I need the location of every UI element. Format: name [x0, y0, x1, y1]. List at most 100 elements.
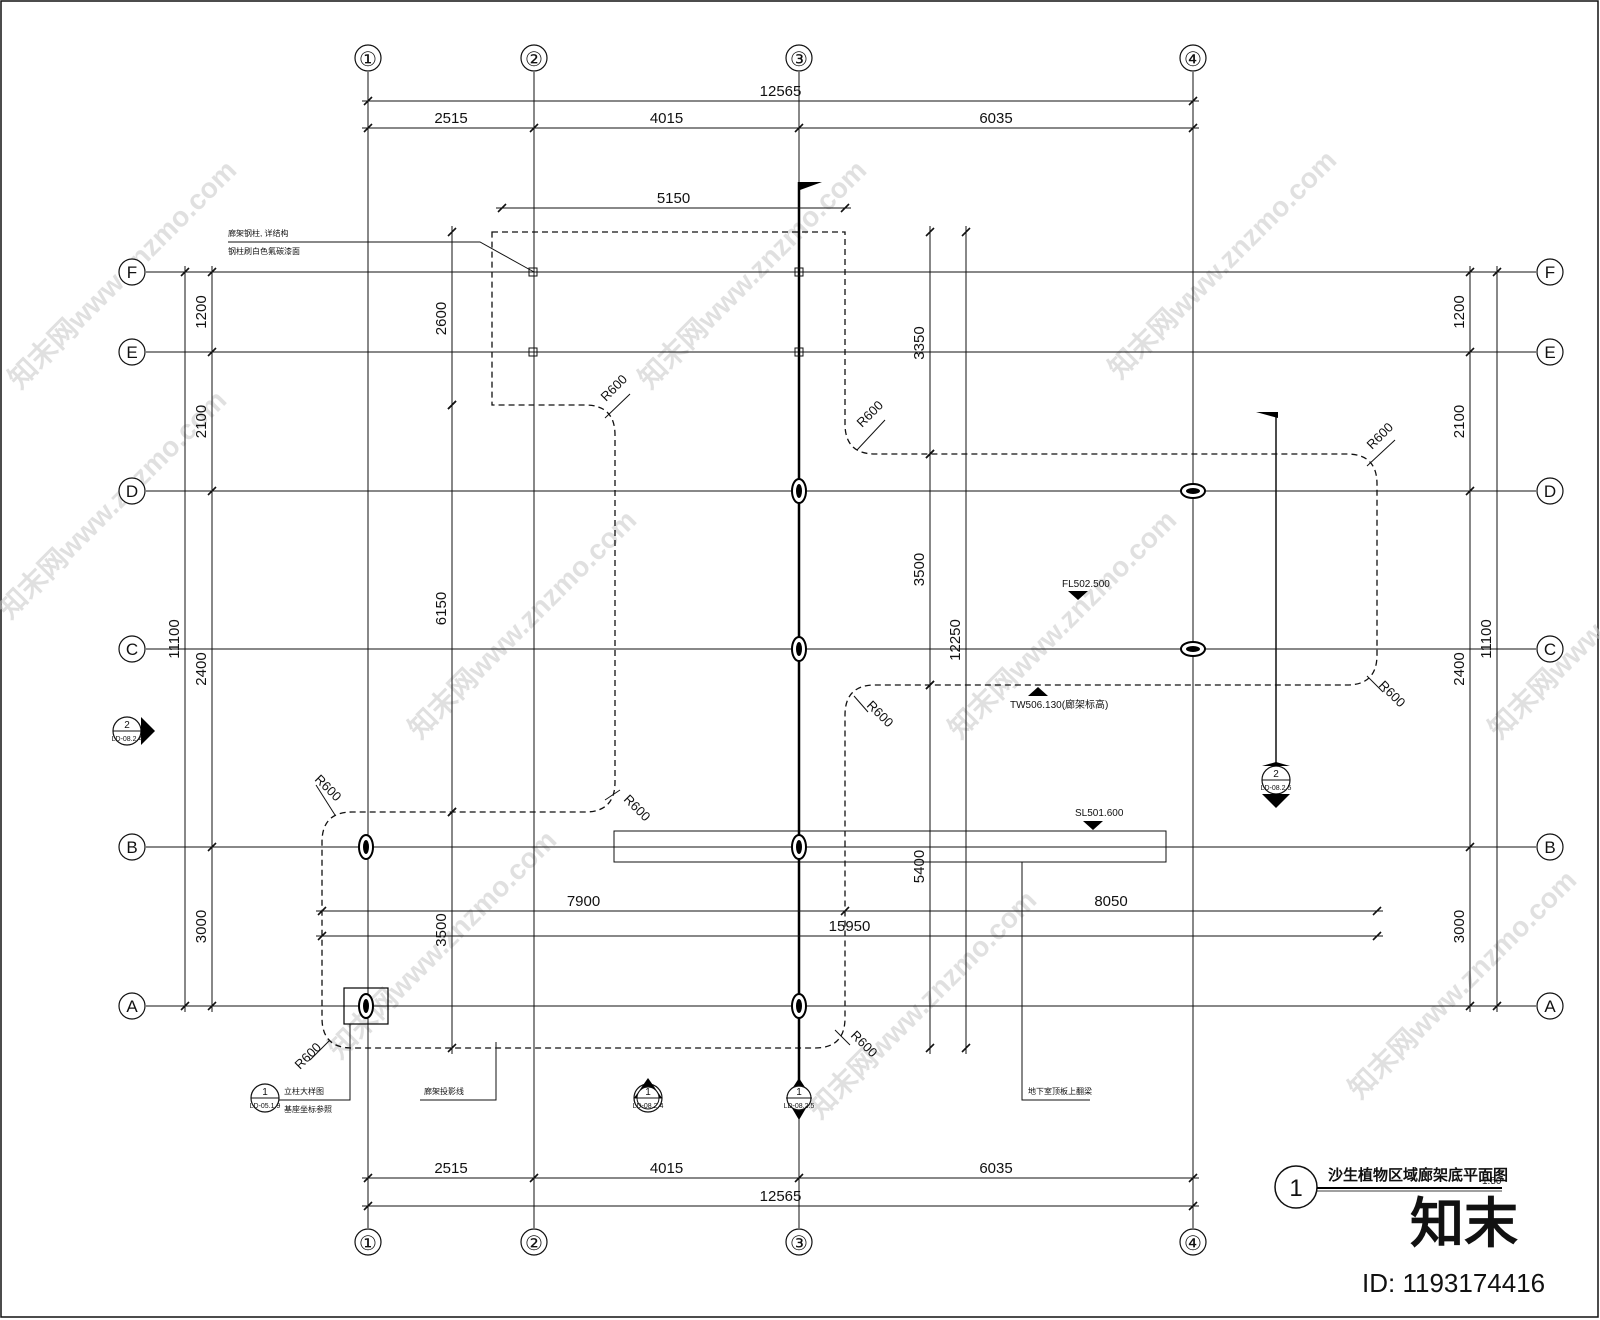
dimension-label: 3500 [911, 553, 928, 586]
axis-bubble [520, 44, 548, 72]
axis-bubble [785, 44, 813, 72]
axis-bubble [1536, 833, 1564, 861]
dimension-tick [363, 96, 373, 106]
dimension-tick [925, 680, 935, 690]
note-text: 钢柱刷白色氟碳漆面 [228, 246, 300, 256]
axis-label: E [126, 343, 137, 362]
section-marker: 2 LD-08.2.5 [1261, 762, 1292, 808]
post-column [791, 478, 807, 504]
axis-label: ② [525, 49, 543, 71]
dimension-tick [1188, 96, 1198, 106]
note-text: 廊架投影线 [424, 1086, 464, 1096]
dimension-label: 15950 [829, 918, 871, 935]
dimension-tick [317, 931, 327, 941]
post-column [791, 834, 807, 860]
svg-text:LD-08.2.4: LD-08.2.4 [112, 736, 143, 743]
radius-label: R600 [864, 698, 897, 731]
watermark-text: 知末网www.znzmo.com [1102, 143, 1343, 384]
svg-text:1: 1 [796, 1087, 802, 1098]
title-number: 1 [1289, 1175, 1302, 1202]
dimension-tick [925, 227, 935, 237]
dimension-tick [840, 906, 850, 916]
axis-label: B [126, 838, 137, 857]
lower-beam-projection [613, 830, 1167, 863]
svg-text:LD-08.2.5: LD-08.2.5 [1261, 785, 1292, 792]
dimension-label: 3500 [433, 913, 450, 946]
dimension-tick [447, 807, 457, 817]
dimension-label: 2515 [434, 110, 467, 127]
dimension-tick [1188, 1173, 1198, 1183]
dimension-tick [207, 486, 217, 496]
drawing-title-block: 1 沙生植物区域廊架底平面图 1:50 [1274, 1165, 1508, 1209]
dimension-tick [363, 1173, 373, 1183]
axis-bubble [118, 258, 146, 286]
canopy-outline [321, 231, 1378, 1049]
post-column [1180, 641, 1206, 657]
dimension-tick [317, 906, 327, 916]
dimension-tick [794, 1173, 804, 1183]
svg-text:LD-08.2.5: LD-08.2.5 [784, 1103, 815, 1110]
level-label-fl: FL502.500 [1062, 579, 1110, 590]
dimension-label: 5400 [911, 850, 928, 883]
dimension-label: 6035 [979, 1160, 1012, 1177]
dimension-tick [1465, 486, 1475, 496]
post-column [343, 987, 389, 1025]
axis-bubble [118, 338, 146, 366]
axis-bubble [118, 635, 146, 663]
section-marker: 1 LD-08.2.4 [633, 1078, 663, 1113]
radius-label: R600 [1376, 678, 1409, 711]
axis-bubble [785, 1228, 813, 1256]
title-scale: 1:50 [1482, 1176, 1502, 1187]
axis-label: ① [359, 1233, 377, 1255]
dimension-tick [1492, 1001, 1502, 1011]
section-marker: 1 LD-05.1.9 [250, 1083, 281, 1113]
dimension-label: 2100 [193, 405, 210, 438]
dimension-label: 11100 [1478, 619, 1495, 659]
dimension-label: 7900 [567, 893, 600, 910]
dimension-label: 2400 [193, 652, 210, 685]
dimension-label: 11100 [166, 619, 183, 659]
dimension-label: 4015 [650, 1160, 683, 1177]
dimension-label: 2400 [189, 0, 222, 4]
axis-label: E [1544, 343, 1555, 362]
watermark-logo: 知末 [1410, 1194, 1518, 1254]
axis-label: C [1544, 640, 1556, 659]
dimension-label: 2515 [434, 1160, 467, 1177]
axis-label: A [126, 997, 138, 1016]
dimension-tick [497, 203, 507, 213]
axis-bubble [354, 1228, 382, 1256]
watermark-text: 知末网www.znzmo.com [1342, 863, 1583, 1104]
dimension-label: 6035 [979, 110, 1012, 127]
small-post [528, 347, 538, 357]
dimension-label: 6150 [433, 592, 450, 625]
dimension-label: 1200 [1451, 295, 1468, 328]
dimension-label: 4015 [650, 110, 683, 127]
axis-bubble [1536, 635, 1564, 663]
svg-text:LD-05.1.9: LD-05.1.9 [250, 1103, 281, 1110]
dimension-tick [1465, 267, 1475, 277]
svg-text:2: 2 [1273, 769, 1279, 780]
axis-bubble [1536, 477, 1564, 505]
radius-label: R600 [292, 1040, 325, 1073]
level-marks: FL502.500 TW506.130(廊架标高) SL501.600 [1010, 579, 1124, 830]
watermark-text: 知末网www.znzmo.com [1482, 503, 1600, 744]
post-column [791, 993, 807, 1019]
dimension-tick [1465, 347, 1475, 357]
axis-bubble [1536, 258, 1564, 286]
leader-notes: 廊架钢柱, 详结构 钢柱刷白色氟碳漆面 立柱大样图 基座坐标参照 廊架投影线 地… [228, 228, 1092, 1114]
dimension-tick [180, 1001, 190, 1011]
dimension-tick [363, 123, 373, 133]
section-markers: 2 LD-08.2.4 2 LD-08.2.5 1 LD-05.1.9 1 LD… [112, 716, 1292, 1120]
axis-label: B [1544, 838, 1555, 857]
dimension-tick [1465, 842, 1475, 852]
dimension-tick [961, 227, 971, 237]
post-column [791, 636, 807, 662]
dimension-label: 12250 [947, 619, 964, 661]
axis-bubble [354, 44, 382, 72]
dimension-tick [207, 267, 217, 277]
dimension-tick [1372, 931, 1382, 941]
dimension-tick [961, 1043, 971, 1053]
level-label-sl: SL501.600 [1075, 808, 1124, 819]
axis-bubble [1536, 338, 1564, 366]
